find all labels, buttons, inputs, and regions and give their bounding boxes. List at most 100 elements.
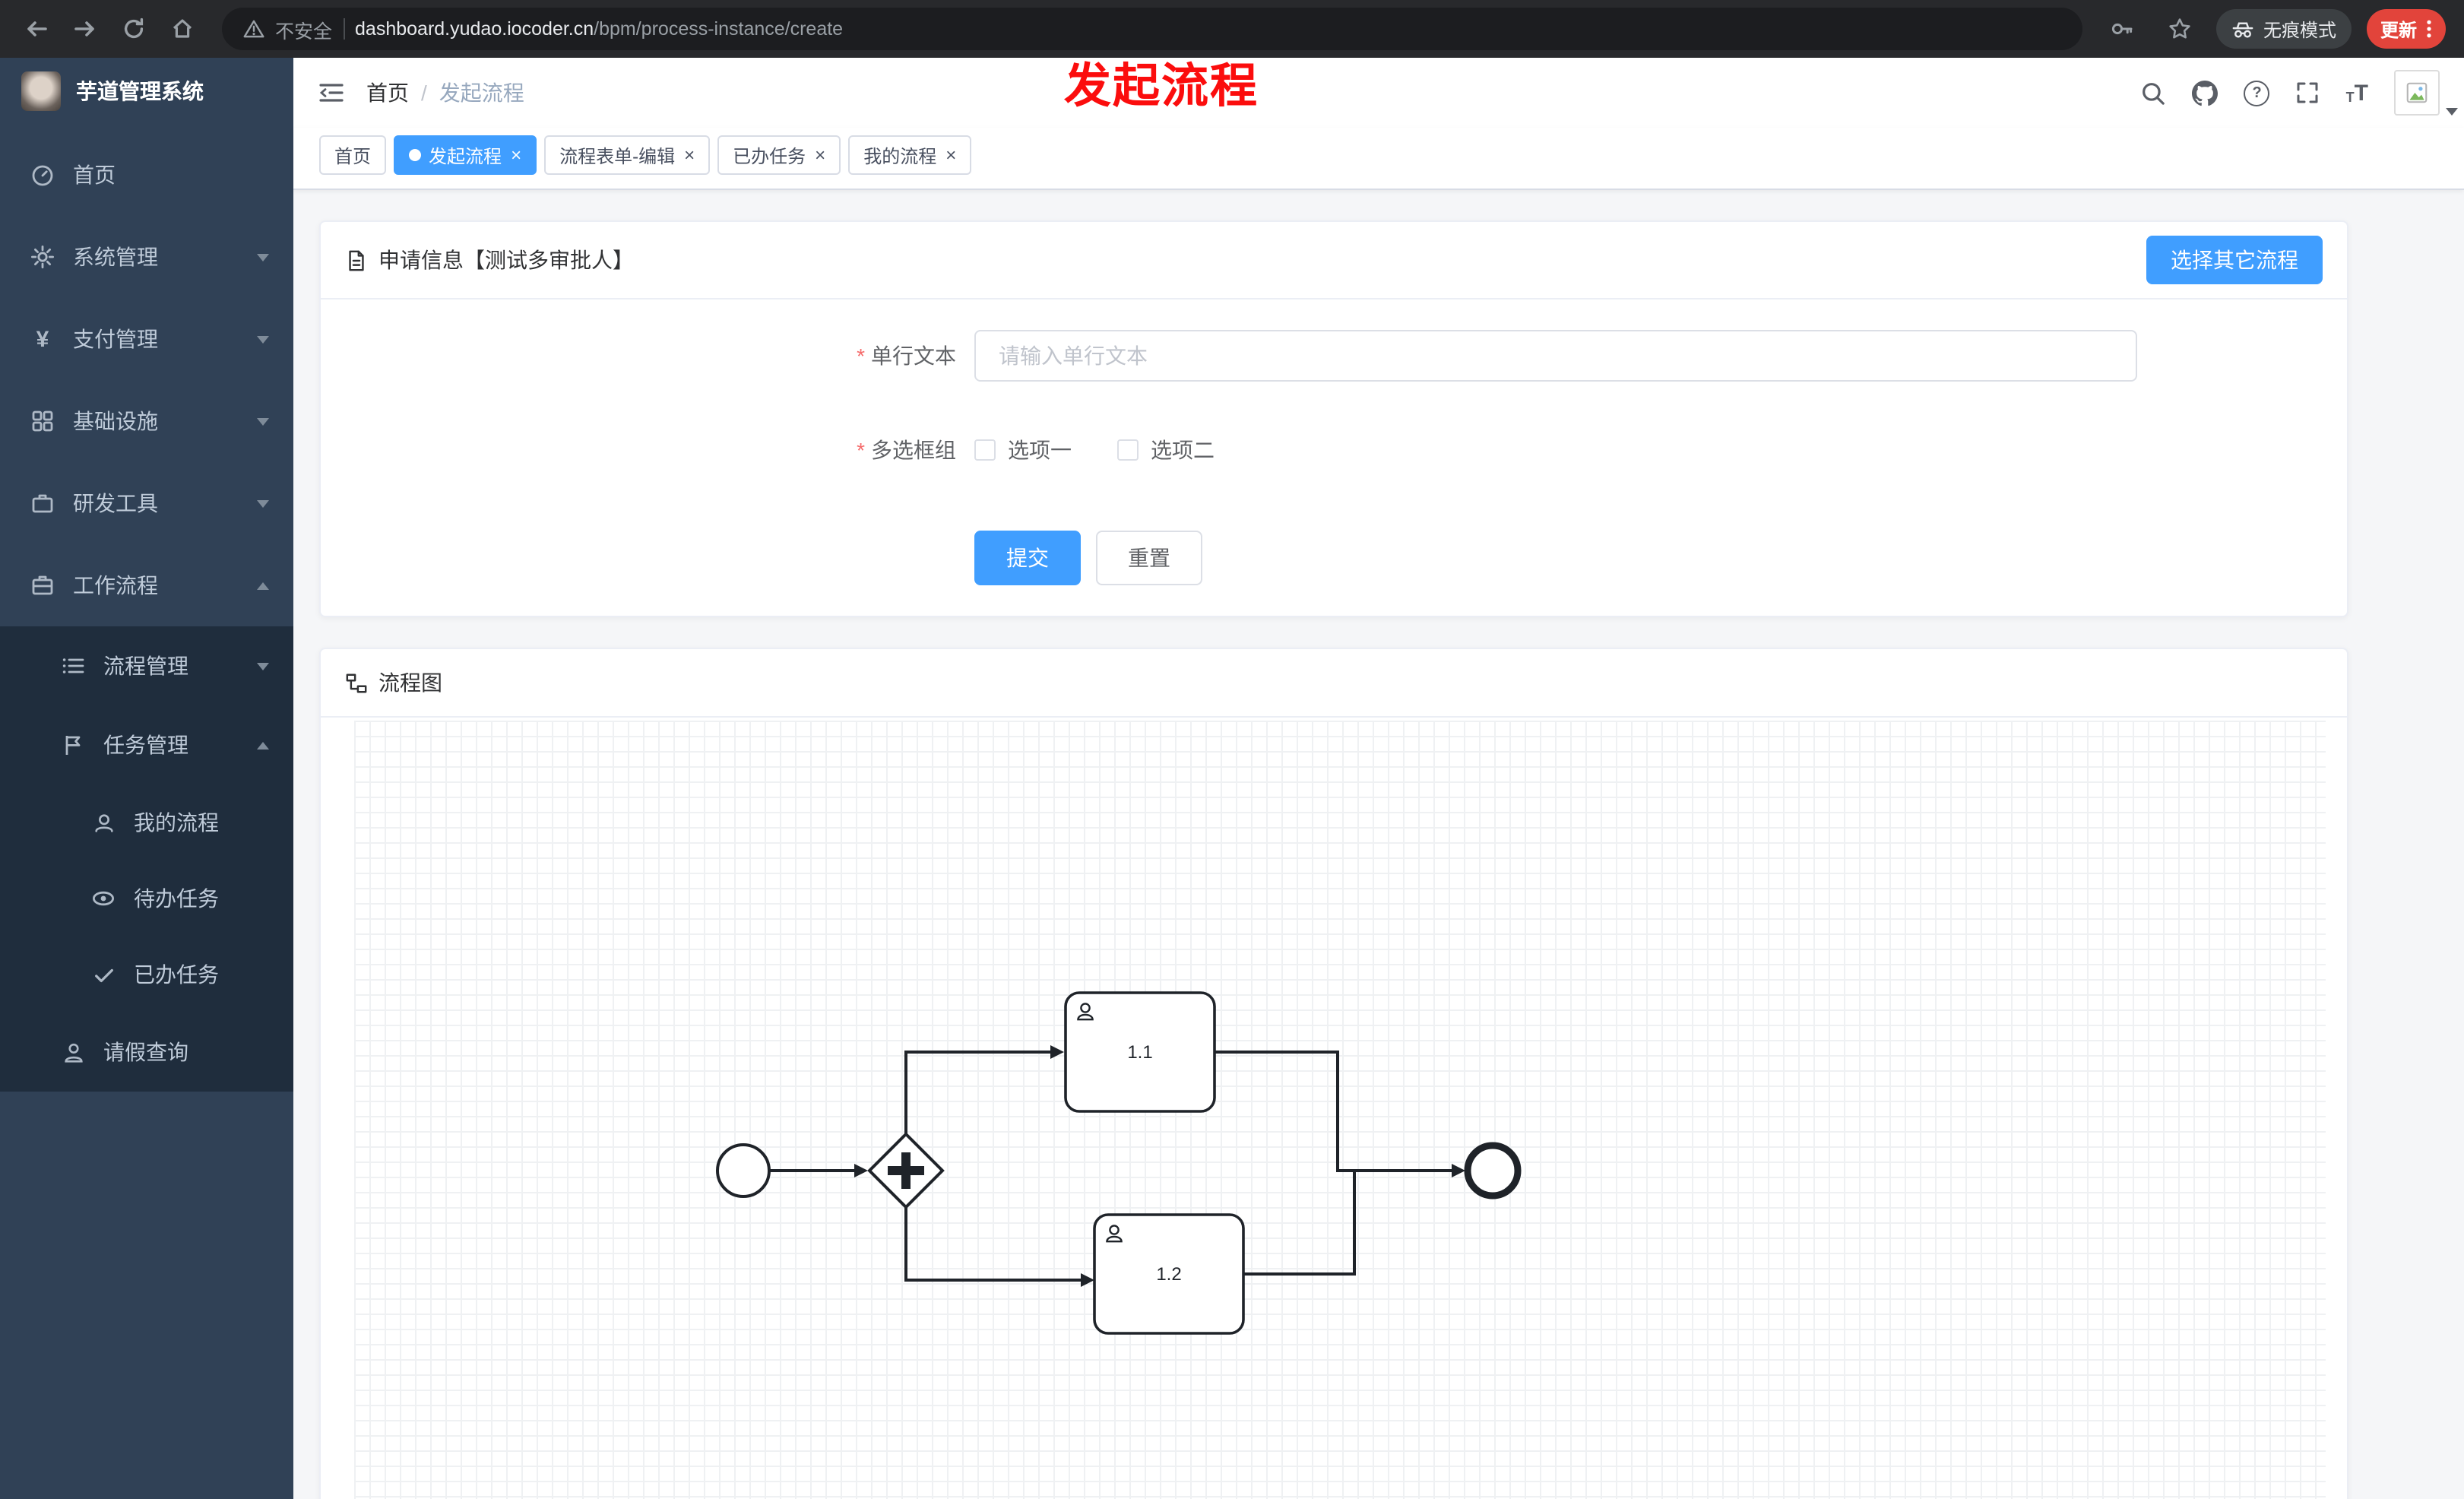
- incognito-icon: [2231, 17, 2254, 40]
- breadcrumb-current: 发起流程: [439, 81, 524, 105]
- logo-image: [21, 71, 61, 111]
- user-task-icon: [1106, 1225, 1123, 1243]
- bpmn-user-task-1-2[interactable]: 1.2: [1093, 1213, 1245, 1335]
- sidebar-item-task-management[interactable]: 任务管理: [0, 705, 293, 784]
- bpmn-user-task-1-1[interactable]: 1.1: [1064, 991, 1216, 1113]
- sidebar-item-system-management[interactable]: 系统管理: [0, 216, 293, 298]
- sidebar-item-label: 首页: [73, 163, 116, 187]
- sidebar-item-label: 支付管理: [73, 327, 158, 351]
- flag-icon: [58, 733, 88, 757]
- tab-process-form-edit[interactable]: 流程表单-编辑 ×: [544, 135, 711, 175]
- chevron-up-icon: [257, 582, 269, 589]
- chevron-down-icon: [257, 417, 269, 425]
- reset-button[interactable]: 重置: [1096, 531, 1202, 585]
- search-icon[interactable]: [2141, 80, 2167, 106]
- submit-button[interactable]: 提交: [974, 531, 1081, 585]
- fullscreen-icon[interactable]: [2296, 81, 2320, 105]
- tab-close-icon[interactable]: ×: [511, 144, 522, 166]
- tab-close-icon[interactable]: ×: [684, 144, 695, 166]
- sidebar-item-label: 我的流程: [134, 810, 219, 835]
- address-bar[interactable]: 不安全 dashboard.yudao.iocoder.cn/bpm/proce…: [222, 8, 2082, 50]
- sidebar: 芋道管理系统 首页 系统管理 ¥: [0, 58, 293, 1499]
- browser-right-controls: 无痕模式 更新: [2101, 8, 2449, 50]
- required-mark: *: [857, 344, 865, 368]
- tab-initiate-process[interactable]: 发起流程 ×: [394, 135, 537, 175]
- tab-label: 已办任务: [733, 145, 806, 166]
- toolbox-icon: [27, 491, 58, 515]
- diagram-icon: [345, 671, 368, 694]
- security-label: 不安全: [275, 21, 333, 42]
- sidebar-item-payment-management[interactable]: ¥ 支付管理: [0, 298, 293, 380]
- tab-home[interactable]: 首页: [319, 135, 387, 175]
- sidebar-logo[interactable]: 芋道管理系统: [0, 58, 293, 125]
- field-label: *单行文本: [857, 344, 956, 368]
- sidebar-item-my-processes[interactable]: 我的流程: [0, 784, 293, 860]
- select-other-process-button[interactable]: 选择其它流程: [2146, 236, 2323, 284]
- application-info-card: 申请信息【测试多审批人】 选择其它流程 *单行文本 *多选框组: [319, 220, 2348, 617]
- key-icon[interactable]: [2101, 8, 2143, 50]
- tab-close-icon[interactable]: ×: [815, 144, 826, 166]
- sidebar-item-workflow[interactable]: 工作流程: [0, 544, 293, 626]
- checkbox-icon[interactable]: [974, 439, 996, 461]
- bpmn-canvas[interactable]: 1.1 1.2: [354, 721, 2326, 1499]
- dashboard-icon: [27, 163, 58, 187]
- sidebar-item-process-management[interactable]: 流程管理: [0, 626, 293, 705]
- grid-icon: [27, 409, 58, 433]
- reload-icon[interactable]: [112, 8, 155, 50]
- sidebar-item-label: 请假查询: [103, 1040, 188, 1064]
- single-line-text-input[interactable]: [974, 330, 2137, 382]
- checkbox-label: 选项一: [1008, 438, 1072, 462]
- required-mark: *: [857, 438, 865, 462]
- gear-icon: [27, 245, 58, 269]
- incognito-badge: 无痕模式: [2215, 9, 2352, 49]
- sidebar-item-done-tasks[interactable]: 已办任务: [0, 936, 293, 1013]
- sidebar-item-label: 任务管理: [103, 733, 188, 757]
- github-icon[interactable]: [2192, 80, 2219, 106]
- breadcrumb-home[interactable]: 首页: [366, 81, 409, 105]
- arrowhead-icon: [1050, 1045, 1064, 1059]
- help-icon[interactable]: ?: [2244, 80, 2270, 106]
- active-tab-dot-icon: [409, 149, 422, 161]
- card-title: 流程图: [378, 670, 442, 695]
- address-divider: [343, 18, 345, 40]
- bpmn-parallel-gateway[interactable]: [867, 1132, 945, 1209]
- back-icon[interactable]: [15, 8, 58, 50]
- sidebar-item-dev-tools[interactable]: 研发工具: [0, 462, 293, 544]
- sidebar-item-todo-tasks[interactable]: 待办任务: [0, 860, 293, 936]
- bookmark-star-icon[interactable]: [2158, 8, 2201, 50]
- chevron-down-icon: [257, 662, 269, 670]
- app-title: 芋道管理系统: [76, 79, 204, 103]
- sidebar-item-label: 待办任务: [134, 886, 219, 911]
- document-icon: [345, 249, 368, 271]
- flow-task-1-2-to-end: [1243, 1169, 1452, 1276]
- tab-label: 发起流程: [429, 145, 502, 166]
- browser-update-button[interactable]: 更新: [2366, 9, 2446, 49]
- sidebar-menu: 首页 系统管理 ¥ 支付管理: [0, 125, 293, 1092]
- user-chat-icon: [88, 811, 119, 834]
- checkbox-option-1[interactable]: 选项一: [974, 435, 1072, 465]
- checkbox-option-2[interactable]: 选项二: [1117, 435, 1215, 465]
- sidebar-collapse-icon[interactable]: [318, 81, 345, 105]
- tab-close-icon[interactable]: ×: [945, 144, 957, 166]
- not-secure-warning-icon: [243, 18, 264, 40]
- tab-done-tasks[interactable]: 已办任务 ×: [717, 135, 841, 175]
- eye-icon: [88, 886, 119, 911]
- kebab-menu-icon: [2426, 18, 2432, 40]
- sidebar-item-infrastructure[interactable]: 基础设施: [0, 380, 293, 462]
- checkbox-icon[interactable]: [1117, 439, 1139, 461]
- update-label: 更新: [2380, 19, 2417, 40]
- arrowhead-icon: [854, 1164, 868, 1177]
- bpmn-start-event[interactable]: [716, 1143, 771, 1198]
- sidebar-item-home[interactable]: 首页: [0, 134, 293, 216]
- tab-label: 首页: [334, 145, 372, 166]
- forward-icon[interactable]: [64, 8, 106, 50]
- sidebar-item-leave-query[interactable]: 请假查询: [0, 1013, 293, 1092]
- bpmn-end-event[interactable]: [1464, 1142, 1522, 1200]
- user-task-icon: [1077, 1003, 1094, 1021]
- home-icon[interactable]: [161, 8, 204, 50]
- tab-my-processes[interactable]: 我的流程 ×: [848, 135, 972, 175]
- user-menu[interactable]: [2394, 70, 2458, 116]
